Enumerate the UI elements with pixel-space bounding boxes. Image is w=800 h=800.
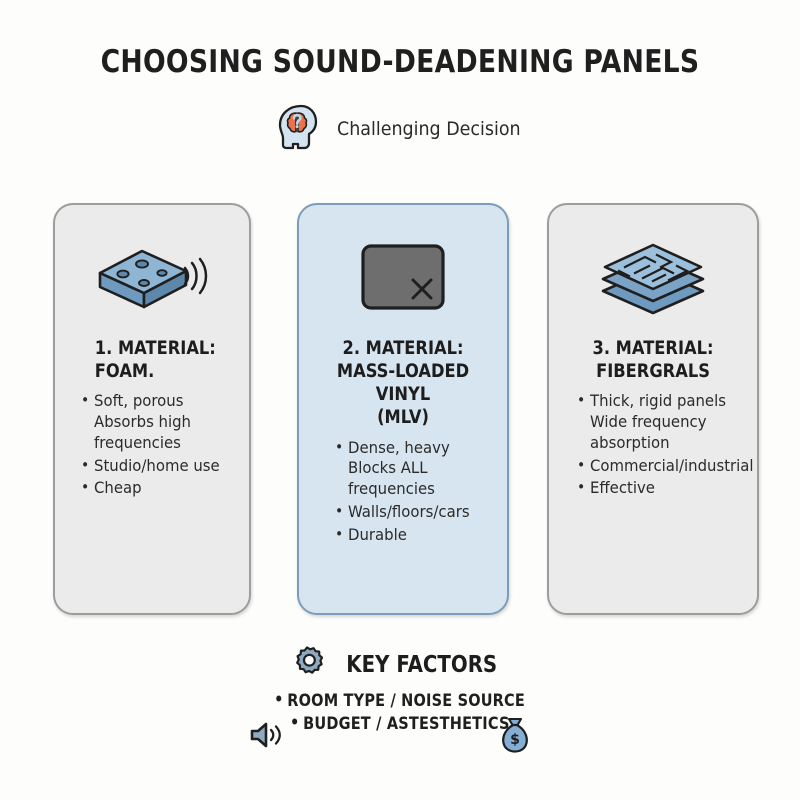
card-heading-line: MASS-LOADED VINYL [336,361,470,406]
subtitle-row: Challenging Decision [0,100,800,157]
key-factors-list: ROOM TYPE / NOISE SOURCE BUDGET / ASTEST… [0,690,800,737]
card-heading-mlv: 2. MATERIAL: MASS-LOADED VINYL (MLV) [320,337,485,430]
speaker-volume-icon [248,719,286,756]
material-card-mlv[interactable]: 2. MATERIAL: MASS-LOADED VINYL (MLV) Den… [297,203,509,615]
card-heading-line: 2. MATERIAL: [342,338,464,359]
card-heading-line: FIBERGRALS [596,361,710,383]
svg-text:$: $ [510,732,520,748]
list-item: ROOM TYPE / NOISE SOURCE [275,690,526,710]
card-heading-line: (MLV) [377,407,429,429]
material-cards: 1. MATERIAL: FOAM. Soft, porous Absorbs … [0,203,800,618]
card-heading-foam: 1. MATERIAL: FOAM. [75,337,228,383]
card-heading-line: FOAM. [94,361,155,383]
card-bullets-fiberglass: Thick, rigid panels Wide frequency absor… [559,391,754,501]
list-item: Walls/floors/cars [335,502,480,523]
list-item: Effective [577,478,730,499]
card-heading-fiberglass: 3. MATERIAL: FIBERGRALS [570,337,735,383]
card-bullets-foam: Soft, porous Absorbs high frequencies St… [65,391,239,501]
subtitle-text: Challenging Decision [337,117,521,140]
page-title: CHOOSING SOUND-DEADENING PANELS [100,44,700,80]
foam-block-sound-icon [65,219,239,337]
mlv-sheet-blocked-icon [309,219,497,337]
card-heading-line: 3. MATERIAL: [592,338,714,359]
key-factors-title: KEY FACTORS [346,651,498,678]
card-heading-line: 1. MATERIAL: [94,338,216,359]
list-item: BUDGET / ASTESTHETICS [290,713,510,733]
list-item: Thick, rigid panels Wide frequency absor… [577,391,730,453]
card-bullets-mlv: Dense, heavy Blocks ALL frequencies Wall… [309,438,497,548]
list-item: Durable [335,525,480,546]
material-card-fiberglass[interactable]: 3. MATERIAL: FIBERGRALS Thick, rigid pan… [547,203,759,615]
key-factors-section: KEY FACTORS ROOM TYPE / NOISE SOURCE BUD… [0,645,800,737]
head-brain-question-icon [271,100,319,157]
list-item: Commercial/industrial [577,456,754,477]
layered-panels-icon [559,219,747,337]
money-bag-icon: $ [498,716,532,759]
list-item: Cheap [81,478,222,499]
key-factors-header: KEY FACTORS [0,645,800,684]
list-item: Soft, porous Absorbs high frequencies [81,391,222,453]
material-card-foam[interactable]: 1. MATERIAL: FOAM. Soft, porous Absorbs … [53,203,251,615]
gear-icon [290,645,324,684]
list-item: Studio/home use [81,456,222,477]
list-item: Dense, heavy Blocks ALL frequencies [335,438,480,500]
